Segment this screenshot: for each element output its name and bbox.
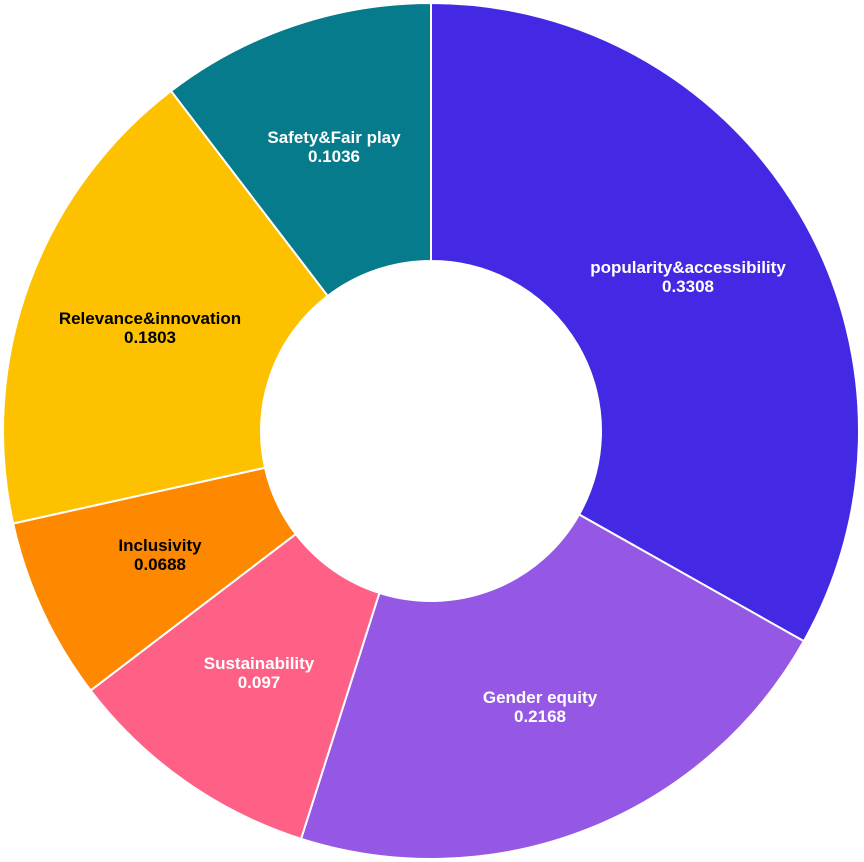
slice-popularity-accessibility [430,1,860,643]
slice-safety-fair-play [169,1,432,298]
slice-value-popularity-accessibility: 0.3308 [662,277,714,296]
slice-label-popularity-accessibility: popularity&accessibility [590,258,786,277]
slice-value-safety-fair-play: 0.1036 [308,147,360,166]
slice-value-relevance-innovation: 0.1803 [124,328,176,347]
slice-gender-equity [299,513,806,860]
slice-value-gender-equity: 0.2168 [514,707,566,726]
slice-sustainability [89,532,381,841]
slice-label-inclusivity: Inclusivity [118,536,202,555]
slice-label-gender-equity: Gender equity [483,688,598,707]
slice-label-sustainability: Sustainability [204,654,315,673]
slice-value-sustainability: 0.097 [238,673,281,692]
slice-value-inclusivity: 0.0688 [134,555,186,574]
slice-label-safety-fair-play: Safety&Fair play [267,128,401,147]
slice-label-relevance-innovation: Relevance&innovation [59,309,241,328]
slice-relevance-innovation [2,89,330,525]
